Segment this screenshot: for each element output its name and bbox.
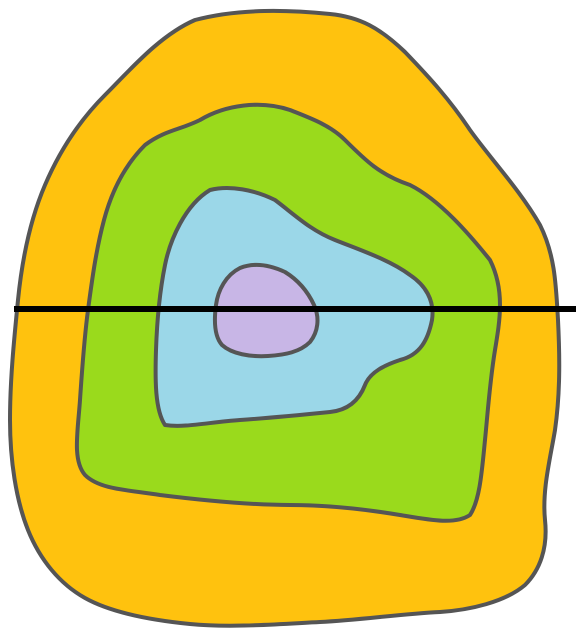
contour-map-diagram	[0, 0, 576, 639]
